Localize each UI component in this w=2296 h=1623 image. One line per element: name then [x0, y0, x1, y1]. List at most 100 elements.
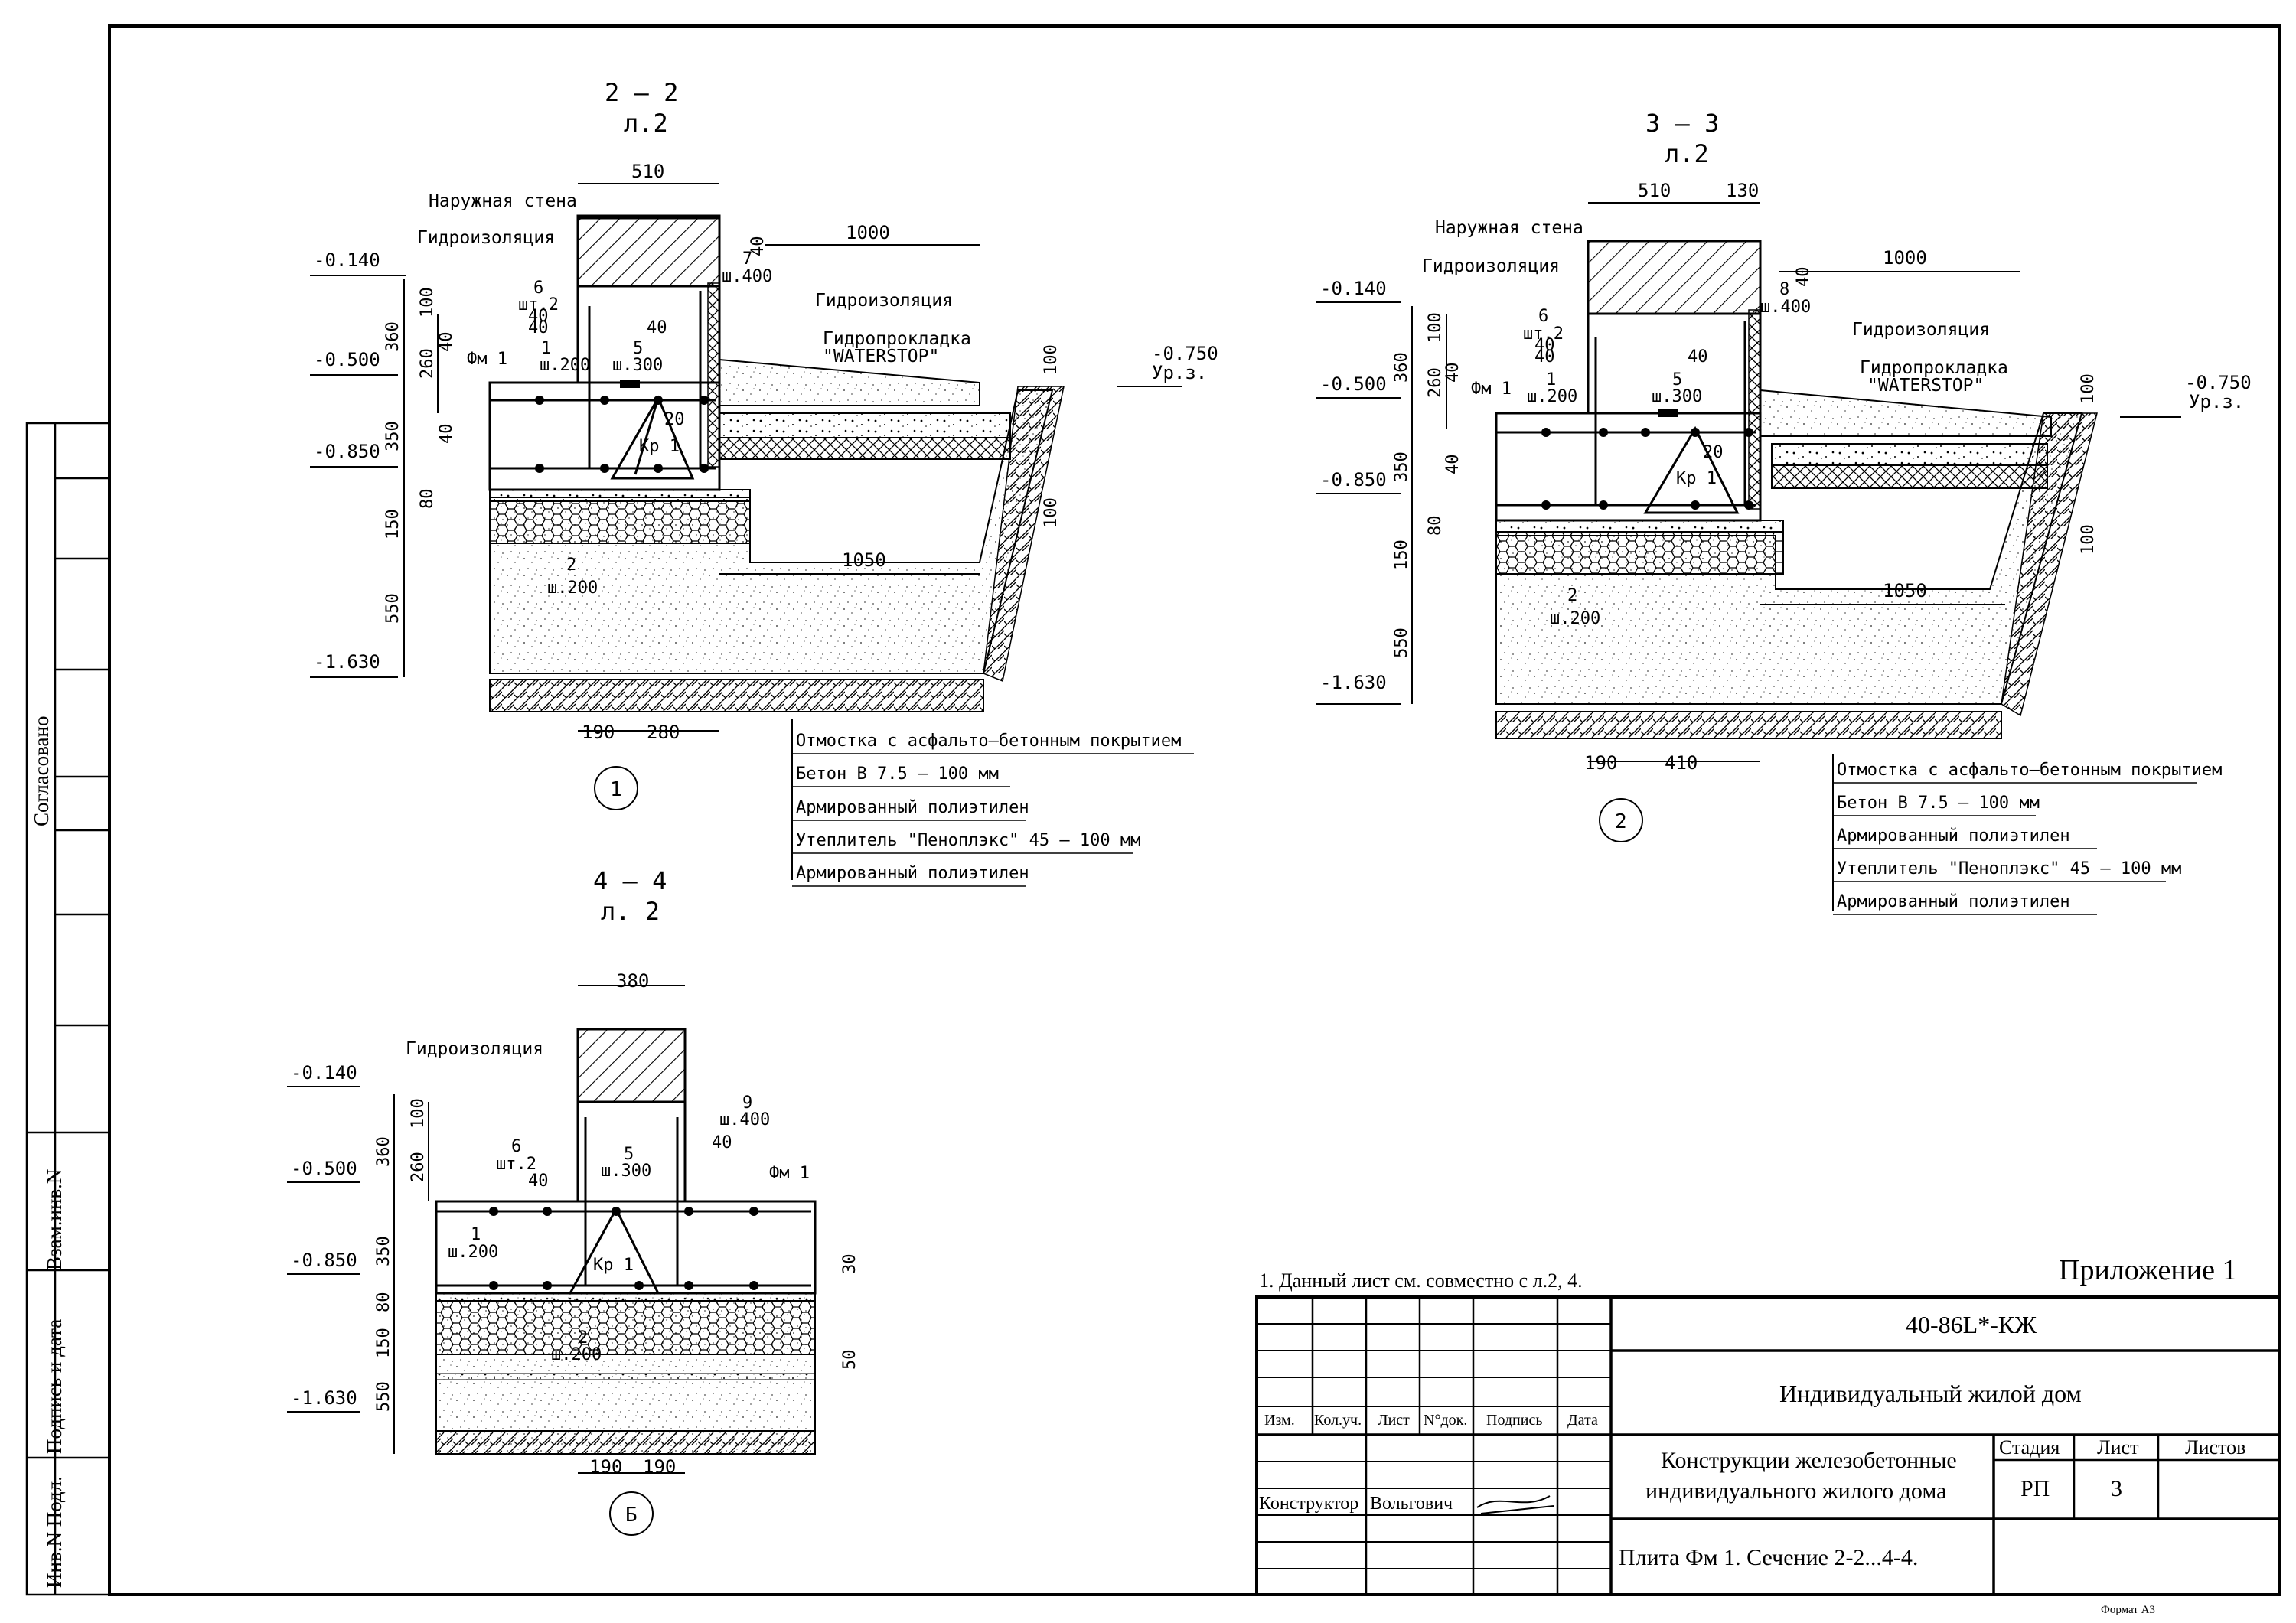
inv-orig-label: Инв.N Подл.: [43, 1476, 66, 1588]
s22-level-4: -1.630: [314, 651, 380, 673]
s33-dim-510: 510: [1638, 180, 1671, 201]
s33-dim-100: 100: [1426, 312, 1445, 343]
agreed-label: Согласовано: [30, 716, 53, 826]
s44-mark-2: 2: [578, 1328, 588, 1348]
s44-mark-5: 5: [624, 1145, 634, 1164]
s44-mark-40a: 40: [528, 1172, 549, 1191]
tb-stage: РП: [2020, 1476, 2050, 1501]
s33-label-wall: Наружная стена: [1435, 218, 1583, 238]
s22-mark-1: 1: [541, 339, 551, 358]
s33-mark-1: 1: [1546, 370, 1556, 389]
s22-axis-bubble: [594, 766, 638, 810]
title-block: [1255, 1295, 2281, 1596]
s22-mark-100a: 100: [1042, 344, 1061, 375]
s22-title: 2 – 2: [605, 78, 678, 107]
s44-mark-40b: 40: [712, 1133, 732, 1152]
s22-mark-sh200: ш.200: [540, 356, 590, 375]
s44-level-2: -0.500: [291, 1158, 357, 1179]
s33-mark-sh200: ш.200: [1527, 387, 1577, 406]
s22-mark-sh300: ш.300: [612, 356, 663, 375]
s22-dim-1000: 1000: [846, 222, 890, 243]
s44-dim-80: 80: [374, 1292, 393, 1313]
s33-mark-8: 8: [1779, 280, 1789, 299]
s33-label-waterstop: "WATERSTOP": [1867, 376, 1984, 396]
s22-ground-hatch: [489, 679, 984, 712]
s22-insulation: [489, 500, 751, 544]
s22-mark-fm1: Фм 1: [467, 350, 507, 369]
s44-title: 4 – 4: [593, 866, 667, 895]
s33-legend-5: Армированный полиэтилен: [1837, 892, 2070, 911]
s22-legend-2: Бетон В 7.5 – 100 мм: [796, 764, 999, 784]
s33-legend-2: Бетон В 7.5 – 100 мм: [1837, 794, 2040, 813]
s33-mark-40c: 40: [1534, 336, 1555, 355]
s22-legend-3: Армированный полиэтилен: [796, 798, 1029, 817]
s44-axis-bubble: [609, 1491, 654, 1536]
s33-insulation: [1495, 531, 1784, 575]
s33-dim-80: 80: [1426, 516, 1445, 536]
s33-blind-area: [1760, 389, 2052, 437]
s44-level-1: -0.140: [291, 1062, 357, 1084]
s33-legend-3: Армированный полиэтилен: [1837, 826, 2070, 846]
s33-dim-260: 260: [1426, 367, 1445, 398]
s44-mark-50: 50: [840, 1350, 859, 1370]
s22-dim-260: 260: [418, 348, 437, 379]
s33-dim-150: 150: [1392, 539, 1411, 570]
signature-mark: [1476, 1495, 1554, 1514]
s22-dim-150: 150: [383, 509, 403, 539]
appendix-label: Приложение 1: [2059, 1254, 2236, 1286]
s22-mark-sh400: ш.400: [722, 267, 772, 286]
s44-mark-sh200: ш.200: [448, 1243, 498, 1262]
tb-sheet-no: 3: [2111, 1476, 2122, 1501]
s33-mark-fm1: Фм 1: [1471, 380, 1512, 399]
tb-sheet-title: Плита Фм 1. Сечение 2-2...4-4.: [1619, 1545, 1918, 1570]
s33-dim-1000: 1000: [1883, 247, 1927, 269]
s33-label-gasket: Гидропрокладка: [1860, 358, 2008, 378]
s44-wall: [576, 1028, 687, 1103]
tb-object-line2: индивидуального жилого дома: [1645, 1478, 1946, 1504]
tb-sheet-label: Лист: [2097, 1436, 2138, 1458]
s22-legend-4: Утеплитель "Пеноплэкс" 45 – 100 мм: [796, 831, 1140, 850]
s44-mark-fm1: Фм 1: [769, 1164, 810, 1183]
section-3-3: 3 – 3 л.2 -0.140 -0.500 -0.850 -1.630 -0…: [1316, 109, 2252, 915]
s22-mark-40a: 40: [528, 318, 549, 337]
s33-mark-6: 6: [1538, 307, 1548, 326]
s44-dim-380: 380: [616, 970, 649, 992]
s22-dim-100: 100: [418, 287, 437, 318]
s22-label-waterproof2: Гидроизоляция: [815, 291, 953, 311]
s22-dim-80: 80: [418, 489, 437, 510]
s33-mark-2: 2: [1567, 586, 1577, 605]
s33-wall: [1587, 240, 1762, 315]
s22-mark-40b: 40: [647, 318, 667, 337]
s44-dim-360: 360: [374, 1136, 393, 1167]
s33-mark-100b: 100: [2079, 524, 2098, 555]
tb-head-podpis: Подпись: [1486, 1412, 1542, 1429]
tb-head-izm: Изм.: [1264, 1412, 1295, 1429]
s44-mark-30: 30: [840, 1254, 859, 1275]
s33-mark-sh400: ш.400: [1760, 298, 1811, 317]
tb-head-list: Лист: [1378, 1412, 1410, 1429]
s33-mark-2sh200: ш.200: [1550, 609, 1600, 628]
s33-ref: л.2: [1665, 139, 1709, 168]
s22-mark-7: 7: [742, 249, 752, 269]
s22-level-2: -0.500: [314, 349, 380, 370]
tb-role: Конструктор: [1259, 1494, 1358, 1514]
s33-mark-100a: 100: [2079, 373, 2098, 404]
section-4-4: 4 – 4 л. 2 -0.140 -0.500 -0.850 -1.630 3…: [287, 866, 859, 1536]
tb-head-koluch: Кол.уч.: [1314, 1412, 1362, 1429]
tb-project: Индивидуальный жилой дом: [1779, 1380, 2082, 1407]
s33-mark-sht2: шт.2: [1523, 324, 1564, 344]
s22-mark-40d: 40: [748, 236, 768, 257]
s22-dim-350: 350: [383, 421, 403, 451]
s44-dim-100: 100: [409, 1098, 428, 1129]
tb-head-ndok: N°док.: [1424, 1412, 1467, 1429]
s44-mark-kr1: Кр 1: [593, 1256, 634, 1275]
s22-legend-5: Армированный полиэтилен: [796, 864, 1029, 883]
s33-mark-sh300: ш.300: [1652, 387, 1702, 406]
s44-mark-6: 6: [511, 1137, 521, 1156]
s33-mark-40b: 40: [1688, 347, 1708, 367]
s22-mark-5: 5: [633, 339, 643, 358]
s22-label-wall: Наружная стена: [429, 191, 577, 211]
s44-label-waterproof: Гидроизоляция: [406, 1039, 543, 1059]
sheet-format: Формат А3: [2101, 1604, 2155, 1616]
